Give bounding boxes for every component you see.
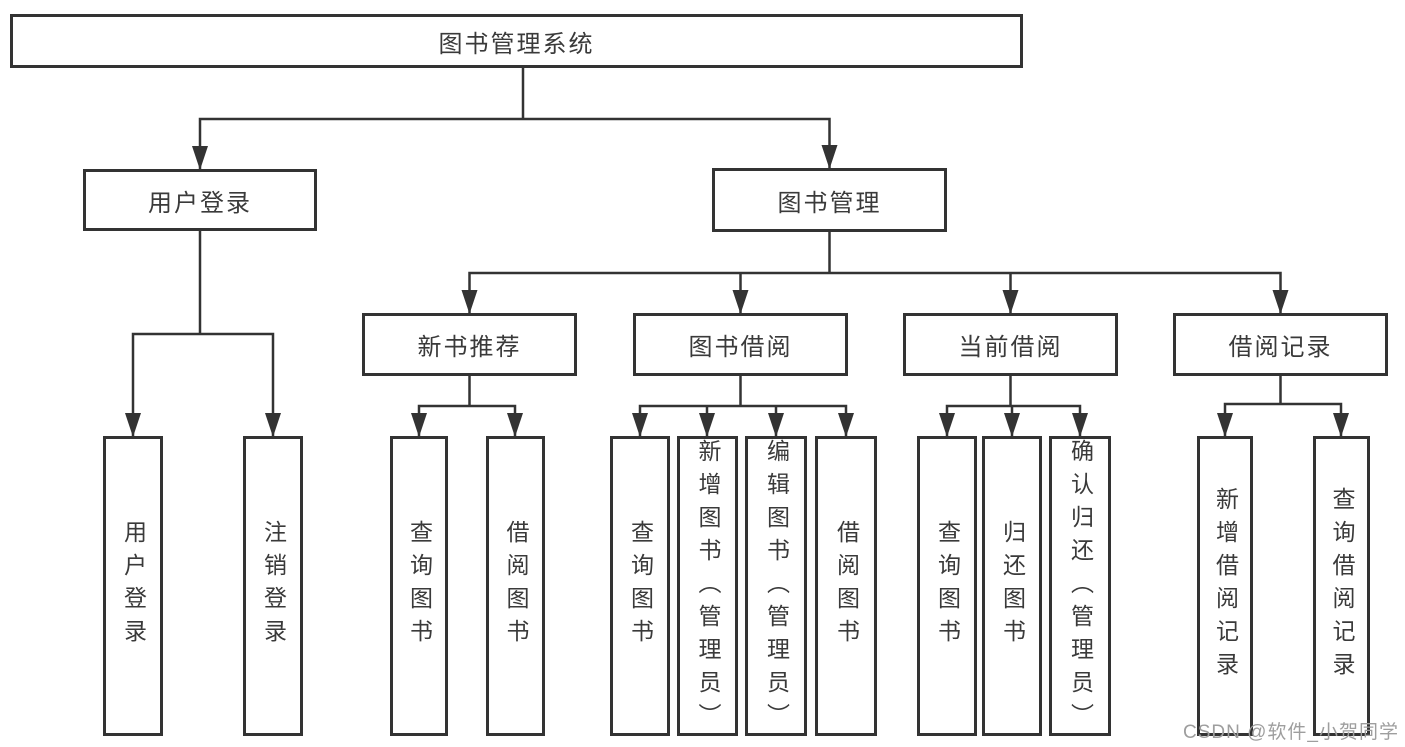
node-book-borrow: 图书借阅 xyxy=(633,313,848,376)
arrow-down-icon xyxy=(1272,290,1289,314)
leaf-confirm-return-admin: 确认归还（管理员） xyxy=(1049,436,1111,736)
csdn-watermark: CSDN @软件_小贺同学 xyxy=(1183,722,1399,743)
arrow-down-icon xyxy=(1217,413,1233,437)
arrow-down-icon xyxy=(507,413,523,437)
arrow-down-icon xyxy=(1004,413,1020,437)
node-borrow-records: 借阅记录 xyxy=(1173,313,1388,376)
leaf-query-books-borrow: 查询图书 xyxy=(610,436,670,736)
leaf-query-books-current: 查询图书 xyxy=(917,436,977,736)
leaf-add-book-admin: 新增图书（管理员） xyxy=(677,436,738,736)
arrow-down-icon xyxy=(192,146,208,170)
arrow-down-icon xyxy=(821,145,838,169)
arrow-down-icon xyxy=(1072,413,1088,437)
node-book-management: 图书管理 xyxy=(712,168,947,232)
arrowheads xyxy=(125,145,1349,437)
arrow-down-icon xyxy=(939,413,955,437)
arrow-down-icon xyxy=(411,413,427,437)
leaf-return-books: 归还图书 xyxy=(982,436,1042,736)
arrow-down-icon xyxy=(265,413,281,437)
leaf-logout: 注销登录 xyxy=(243,436,303,736)
arrow-down-icon xyxy=(699,413,715,437)
node-user-login: 用户登录 xyxy=(83,169,317,231)
arrow-down-icon xyxy=(632,413,648,437)
arrow-down-icon xyxy=(461,290,478,314)
leaf-edit-book-admin: 编辑图书（管理员） xyxy=(745,436,807,736)
arrow-down-icon xyxy=(1333,413,1349,437)
arrow-down-icon xyxy=(838,413,854,437)
leaf-query-books-recommend: 查询图书 xyxy=(390,436,448,736)
node-current-borrow: 当前借阅 xyxy=(903,313,1118,376)
arrow-down-icon xyxy=(125,413,141,437)
arrow-down-icon xyxy=(768,413,784,437)
leaf-borrow-books-recommend: 借阅图书 xyxy=(486,436,545,736)
arrow-down-icon xyxy=(732,290,749,314)
leaf-borrow-books: 借阅图书 xyxy=(815,436,877,736)
leaf-user-login: 用户登录 xyxy=(103,436,163,736)
node-new-book-recommend: 新书推荐 xyxy=(362,313,577,376)
connector-lines xyxy=(131,68,1343,437)
arrow-down-icon xyxy=(1002,290,1019,314)
leaf-add-borrow-record: 新增借阅记录 xyxy=(1197,436,1253,736)
leaf-query-borrow-record: 查询借阅记录 xyxy=(1313,436,1370,736)
node-library-management-system: 图书管理系统 xyxy=(10,14,1023,68)
